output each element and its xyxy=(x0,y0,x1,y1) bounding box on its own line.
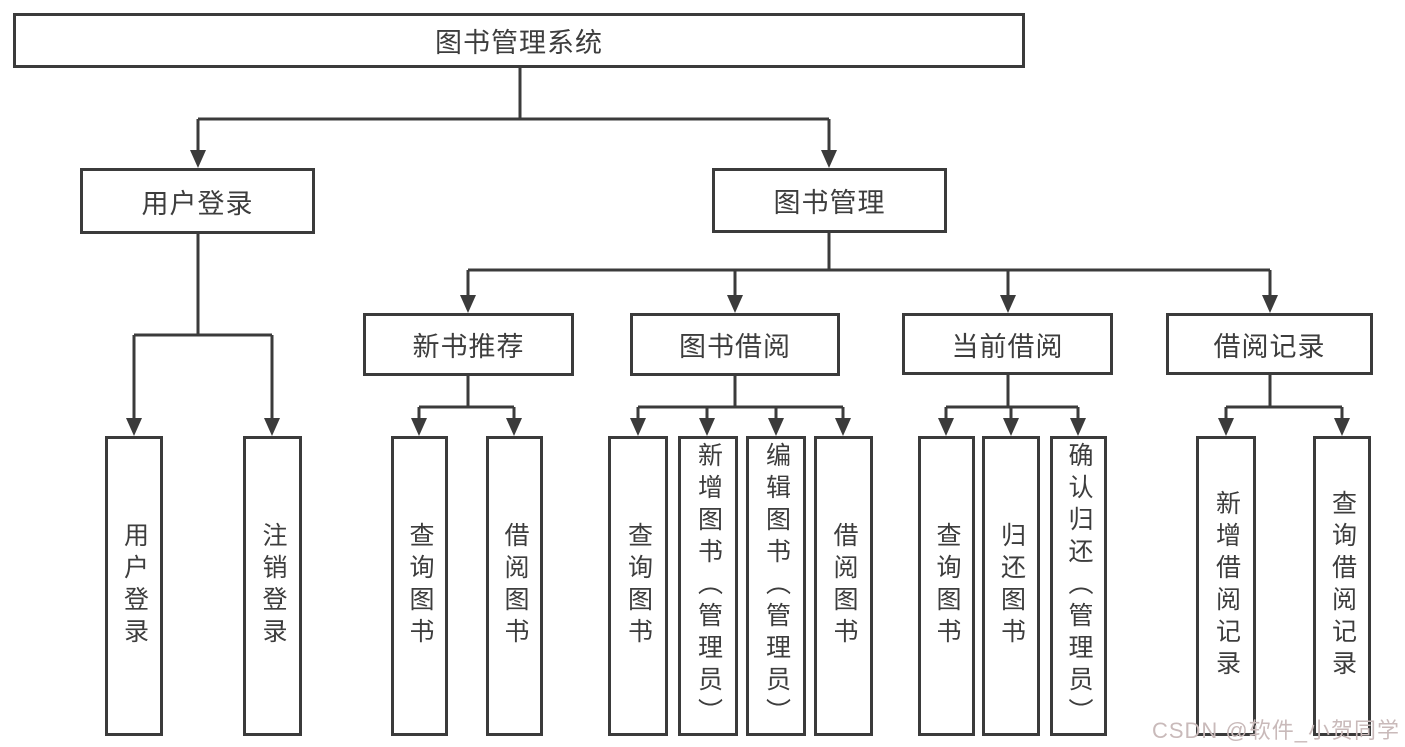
leaf-query-borrow-record: 查询借阅记录 xyxy=(1313,436,1371,736)
leaf-query-books-current: 查询图书 xyxy=(918,436,975,736)
node-user-login: 用户登录 xyxy=(80,168,315,234)
leaf-return-books: 归还图书 xyxy=(982,436,1040,736)
csdn-watermark: CSDN @软件_小贺同学 xyxy=(1151,718,1400,743)
leaf-query-books-recommend: 查询图书 xyxy=(391,436,448,736)
leaf-add-borrow-record: 新增借阅记录 xyxy=(1196,436,1256,736)
leaf-borrow-books-borrowing: 借阅图书 xyxy=(814,436,873,736)
leaf-add-book-admin: 新增图书（管理员） xyxy=(678,436,738,736)
node-book-borrowing: 图书借阅 xyxy=(630,313,840,376)
node-book-management-system: 图书管理系统 xyxy=(13,13,1025,68)
leaf-user-login: 用户登录 xyxy=(105,436,163,736)
leaf-logout: 注销登录 xyxy=(243,436,302,736)
node-new-book-recommendation: 新书推荐 xyxy=(363,313,574,376)
leaf-borrow-books-recommend: 借阅图书 xyxy=(486,436,543,736)
leaf-query-books-borrowing: 查询图书 xyxy=(608,436,668,736)
node-current-borrowing: 当前借阅 xyxy=(902,313,1113,375)
leaf-edit-book-admin: 编辑图书（管理员） xyxy=(746,436,806,736)
node-book-management: 图书管理 xyxy=(712,168,947,233)
leaf-confirm-return-admin: 确认归还（管理员） xyxy=(1050,436,1107,736)
node-borrowing-records: 借阅记录 xyxy=(1166,313,1373,375)
